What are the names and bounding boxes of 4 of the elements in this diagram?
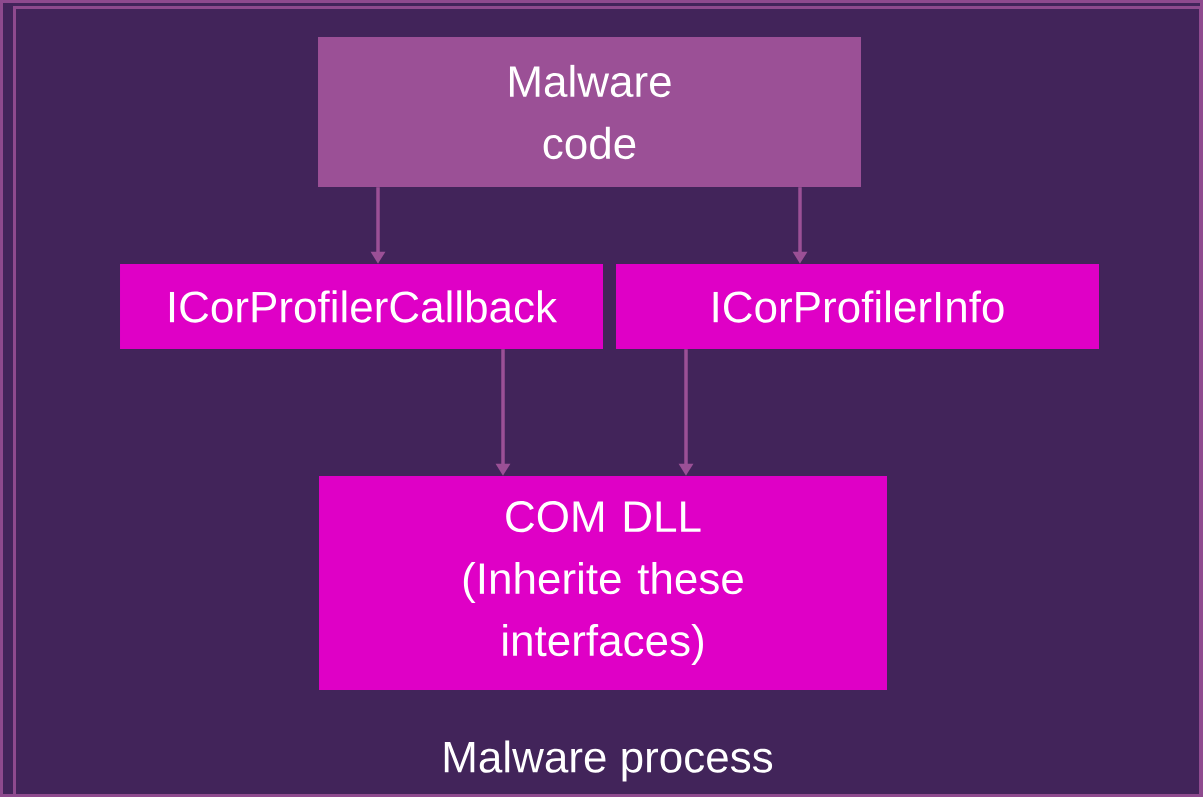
interface-box: ICorProfilerInfo bbox=[616, 264, 1099, 349]
dll-box: COM DLL (Inherite these interfaces) bbox=[319, 476, 887, 690]
interface-box: ICorProfilerCallback bbox=[120, 264, 603, 349]
code-box: Malware code bbox=[318, 37, 861, 187]
